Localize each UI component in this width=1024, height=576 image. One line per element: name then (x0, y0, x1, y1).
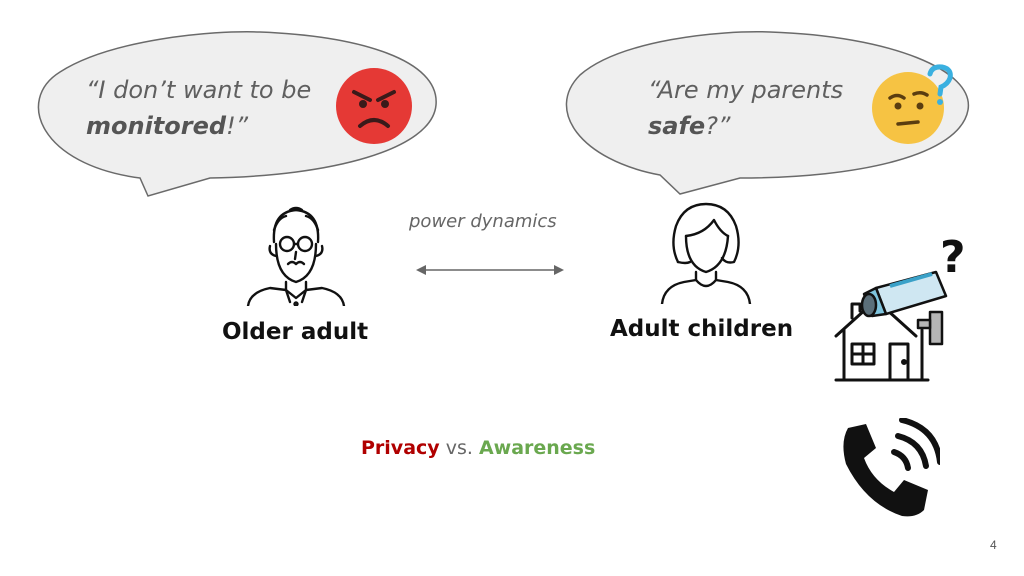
left-speech-bubble (37, 31, 437, 197)
right-quote-end: ?” (705, 112, 731, 140)
question-mark: ? (940, 232, 966, 283)
older-adult-label: Older adult (222, 319, 369, 345)
double-arrow (416, 265, 564, 275)
adult-children-label: Adult children (610, 316, 794, 342)
angry-face-icon (336, 68, 412, 144)
left-quote-line1: “I don’t want to be (86, 76, 312, 104)
right-speech-bubble (565, 31, 969, 195)
vs-label: vs. (439, 437, 479, 459)
right-quote-bold: safe (648, 112, 706, 140)
left-quote-line2: monitored!” (86, 108, 336, 144)
adult-child-icon (660, 202, 752, 304)
right-quote: “Are my parents safe?” (648, 72, 878, 144)
power-dynamics-label: power dynamics (409, 211, 557, 232)
house-camera-icon (834, 270, 948, 382)
left-quote-bold: monitored (86, 112, 227, 140)
older-adult-icon (246, 206, 346, 306)
left-quote-end: !” (226, 112, 249, 140)
privacy-vs-awareness: Privacy vs. Awareness (361, 437, 595, 459)
left-quote: “I don’t want to be monitored!” (86, 72, 336, 144)
awareness-label: Awareness (478, 437, 596, 459)
right-quote-line1: “Are my parents (648, 76, 844, 104)
page-number: 4 (990, 538, 997, 552)
privacy-label: Privacy (361, 437, 440, 459)
phone-call-icon (843, 418, 940, 517)
right-quote-line2: safe?” (648, 108, 878, 144)
thinking-face-icon (872, 64, 953, 144)
